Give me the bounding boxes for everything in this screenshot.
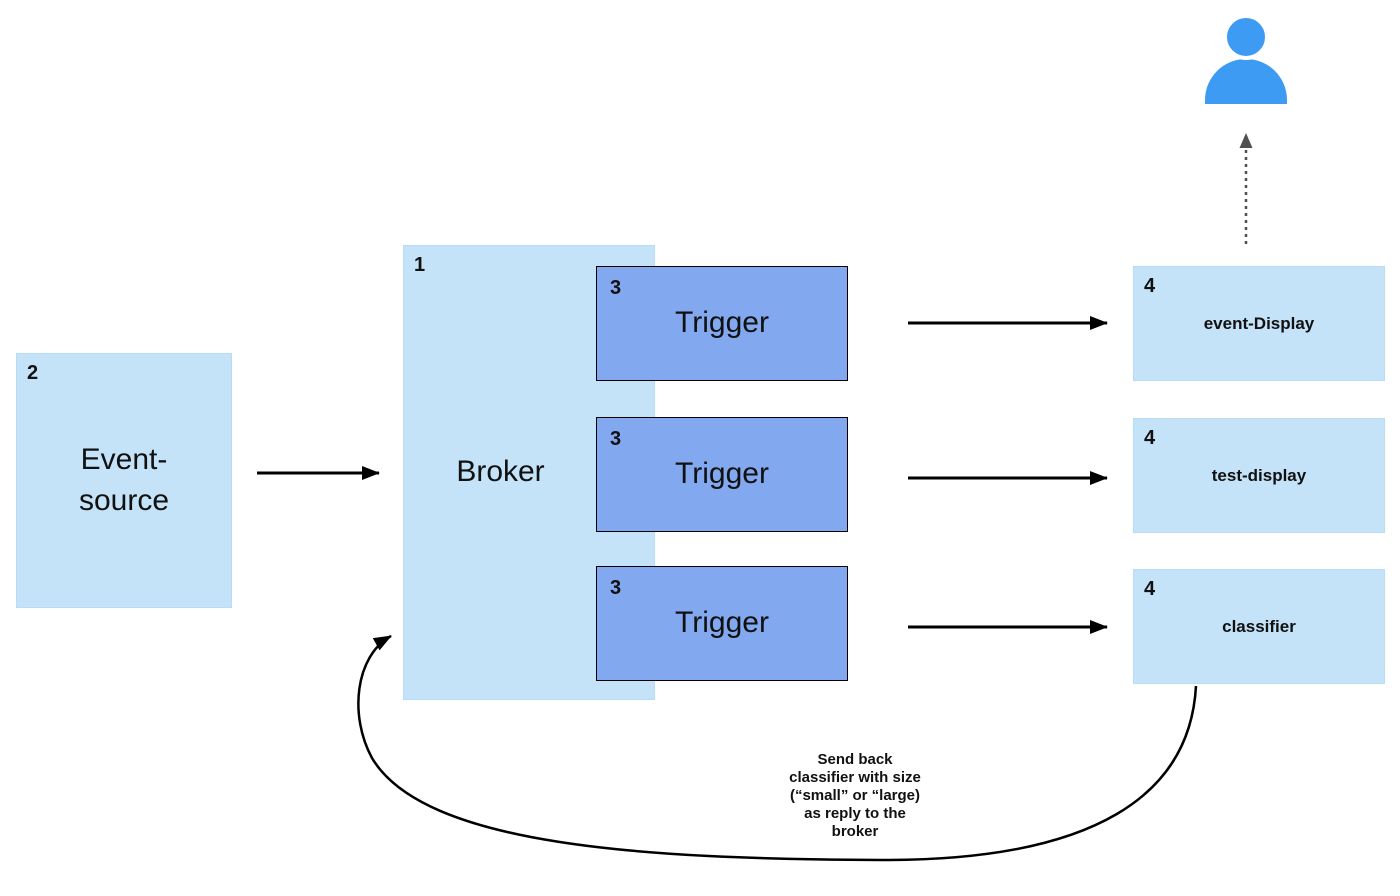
reply-annotation-line: (“small” or “large)	[789, 787, 921, 804]
trigger1-label: Trigger	[675, 306, 769, 340]
reply-annotation-line: broker	[831, 823, 879, 840]
trigger2-label: Trigger	[675, 457, 769, 491]
broker-number: 1	[414, 254, 426, 276]
sink1-label: event-Display	[1203, 313, 1315, 333]
trigger3-label: Trigger	[675, 606, 769, 640]
sink1-number: 4	[1144, 275, 1156, 297]
reply-annotation: Send back classifier with size (“small” …	[745, 751, 965, 841]
trigger3-number: 3	[610, 577, 622, 599]
sink-node-event-display: 4 event-Display	[1133, 266, 1385, 381]
trigger2-number: 3	[610, 428, 622, 450]
trigger1-number: 3	[610, 277, 622, 299]
event-source-node: 2 Event-source	[16, 353, 232, 608]
reply-annotation-line: classifier with size	[789, 769, 921, 786]
sink-node-test-display: 4 test-display	[1133, 418, 1385, 533]
sink2-label: test-display	[1211, 465, 1307, 485]
broker-label: Broker	[456, 455, 545, 489]
user-icon	[1205, 14, 1287, 104]
trigger-node-3: 3 Trigger	[596, 566, 848, 681]
trigger-node-1: 3 Trigger	[596, 266, 848, 381]
sink3-label: classifier	[1222, 616, 1296, 636]
broker-label-zone: Broker	[404, 246, 597, 699]
reply-annotation-line: as reply to the	[804, 805, 906, 822]
sink3-number: 4	[1144, 578, 1156, 600]
event-source-label: Event-source	[78, 443, 170, 517]
reply-annotation-line: Send back	[817, 751, 893, 768]
event-source-number: 2	[27, 362, 39, 384]
sink2-number: 4	[1144, 427, 1156, 449]
sink-node-classifier: 4 classifier	[1133, 569, 1385, 684]
trigger-node-2: 3 Trigger	[596, 417, 848, 532]
